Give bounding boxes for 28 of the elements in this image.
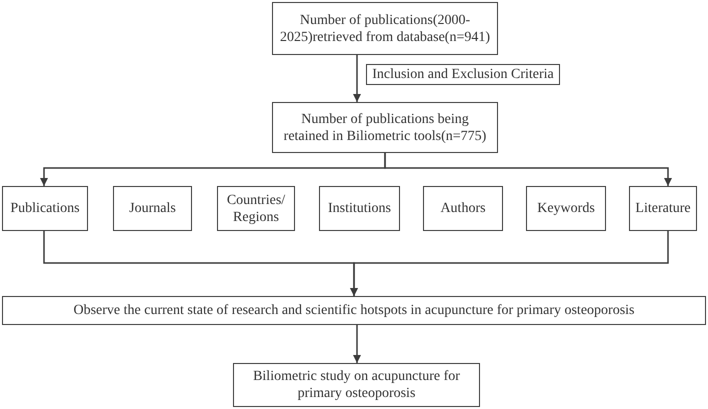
step-text: Biliometric study on acupuncture for primary osteoporosis: [252, 368, 461, 402]
step-text: Journals: [129, 200, 176, 217]
category-box: [319, 186, 400, 231]
step-text: Inclusion and Exclusion Criteria: [372, 66, 554, 83]
category-box: [217, 186, 295, 231]
category-box: [113, 186, 192, 231]
arrow: [350, 231, 669, 296]
step-text: Publications: [10, 200, 80, 217]
process-box: [272, 102, 498, 153]
step-text: Number of publications(2000-2025)retrieved from database(n=941): [279, 12, 491, 46]
step-text: Observe the current state of research and scientific hotspots in acupuncture for primary osteoporosis: [74, 302, 634, 319]
category-box: [526, 186, 606, 231]
process-box: [2, 296, 706, 325]
step-text: Number of publications being retained in Biliometric tools(n=775): [282, 110, 488, 144]
category-box: [629, 186, 697, 231]
arrow: [353, 55, 361, 102]
result-box: [233, 363, 480, 407]
category-box: [423, 186, 503, 231]
step-text: Countries/ Regions: [226, 192, 286, 226]
step-text: Keywords: [537, 200, 595, 217]
criteria-box: [366, 64, 560, 85]
step-text: Institutions: [328, 200, 391, 217]
step-text: Authors: [440, 200, 486, 217]
arrow: [353, 325, 361, 363]
step-text: Literature: [635, 200, 691, 217]
arrow: [384, 153, 672, 186]
process-box: [272, 2, 498, 55]
category-box: [2, 186, 88, 231]
